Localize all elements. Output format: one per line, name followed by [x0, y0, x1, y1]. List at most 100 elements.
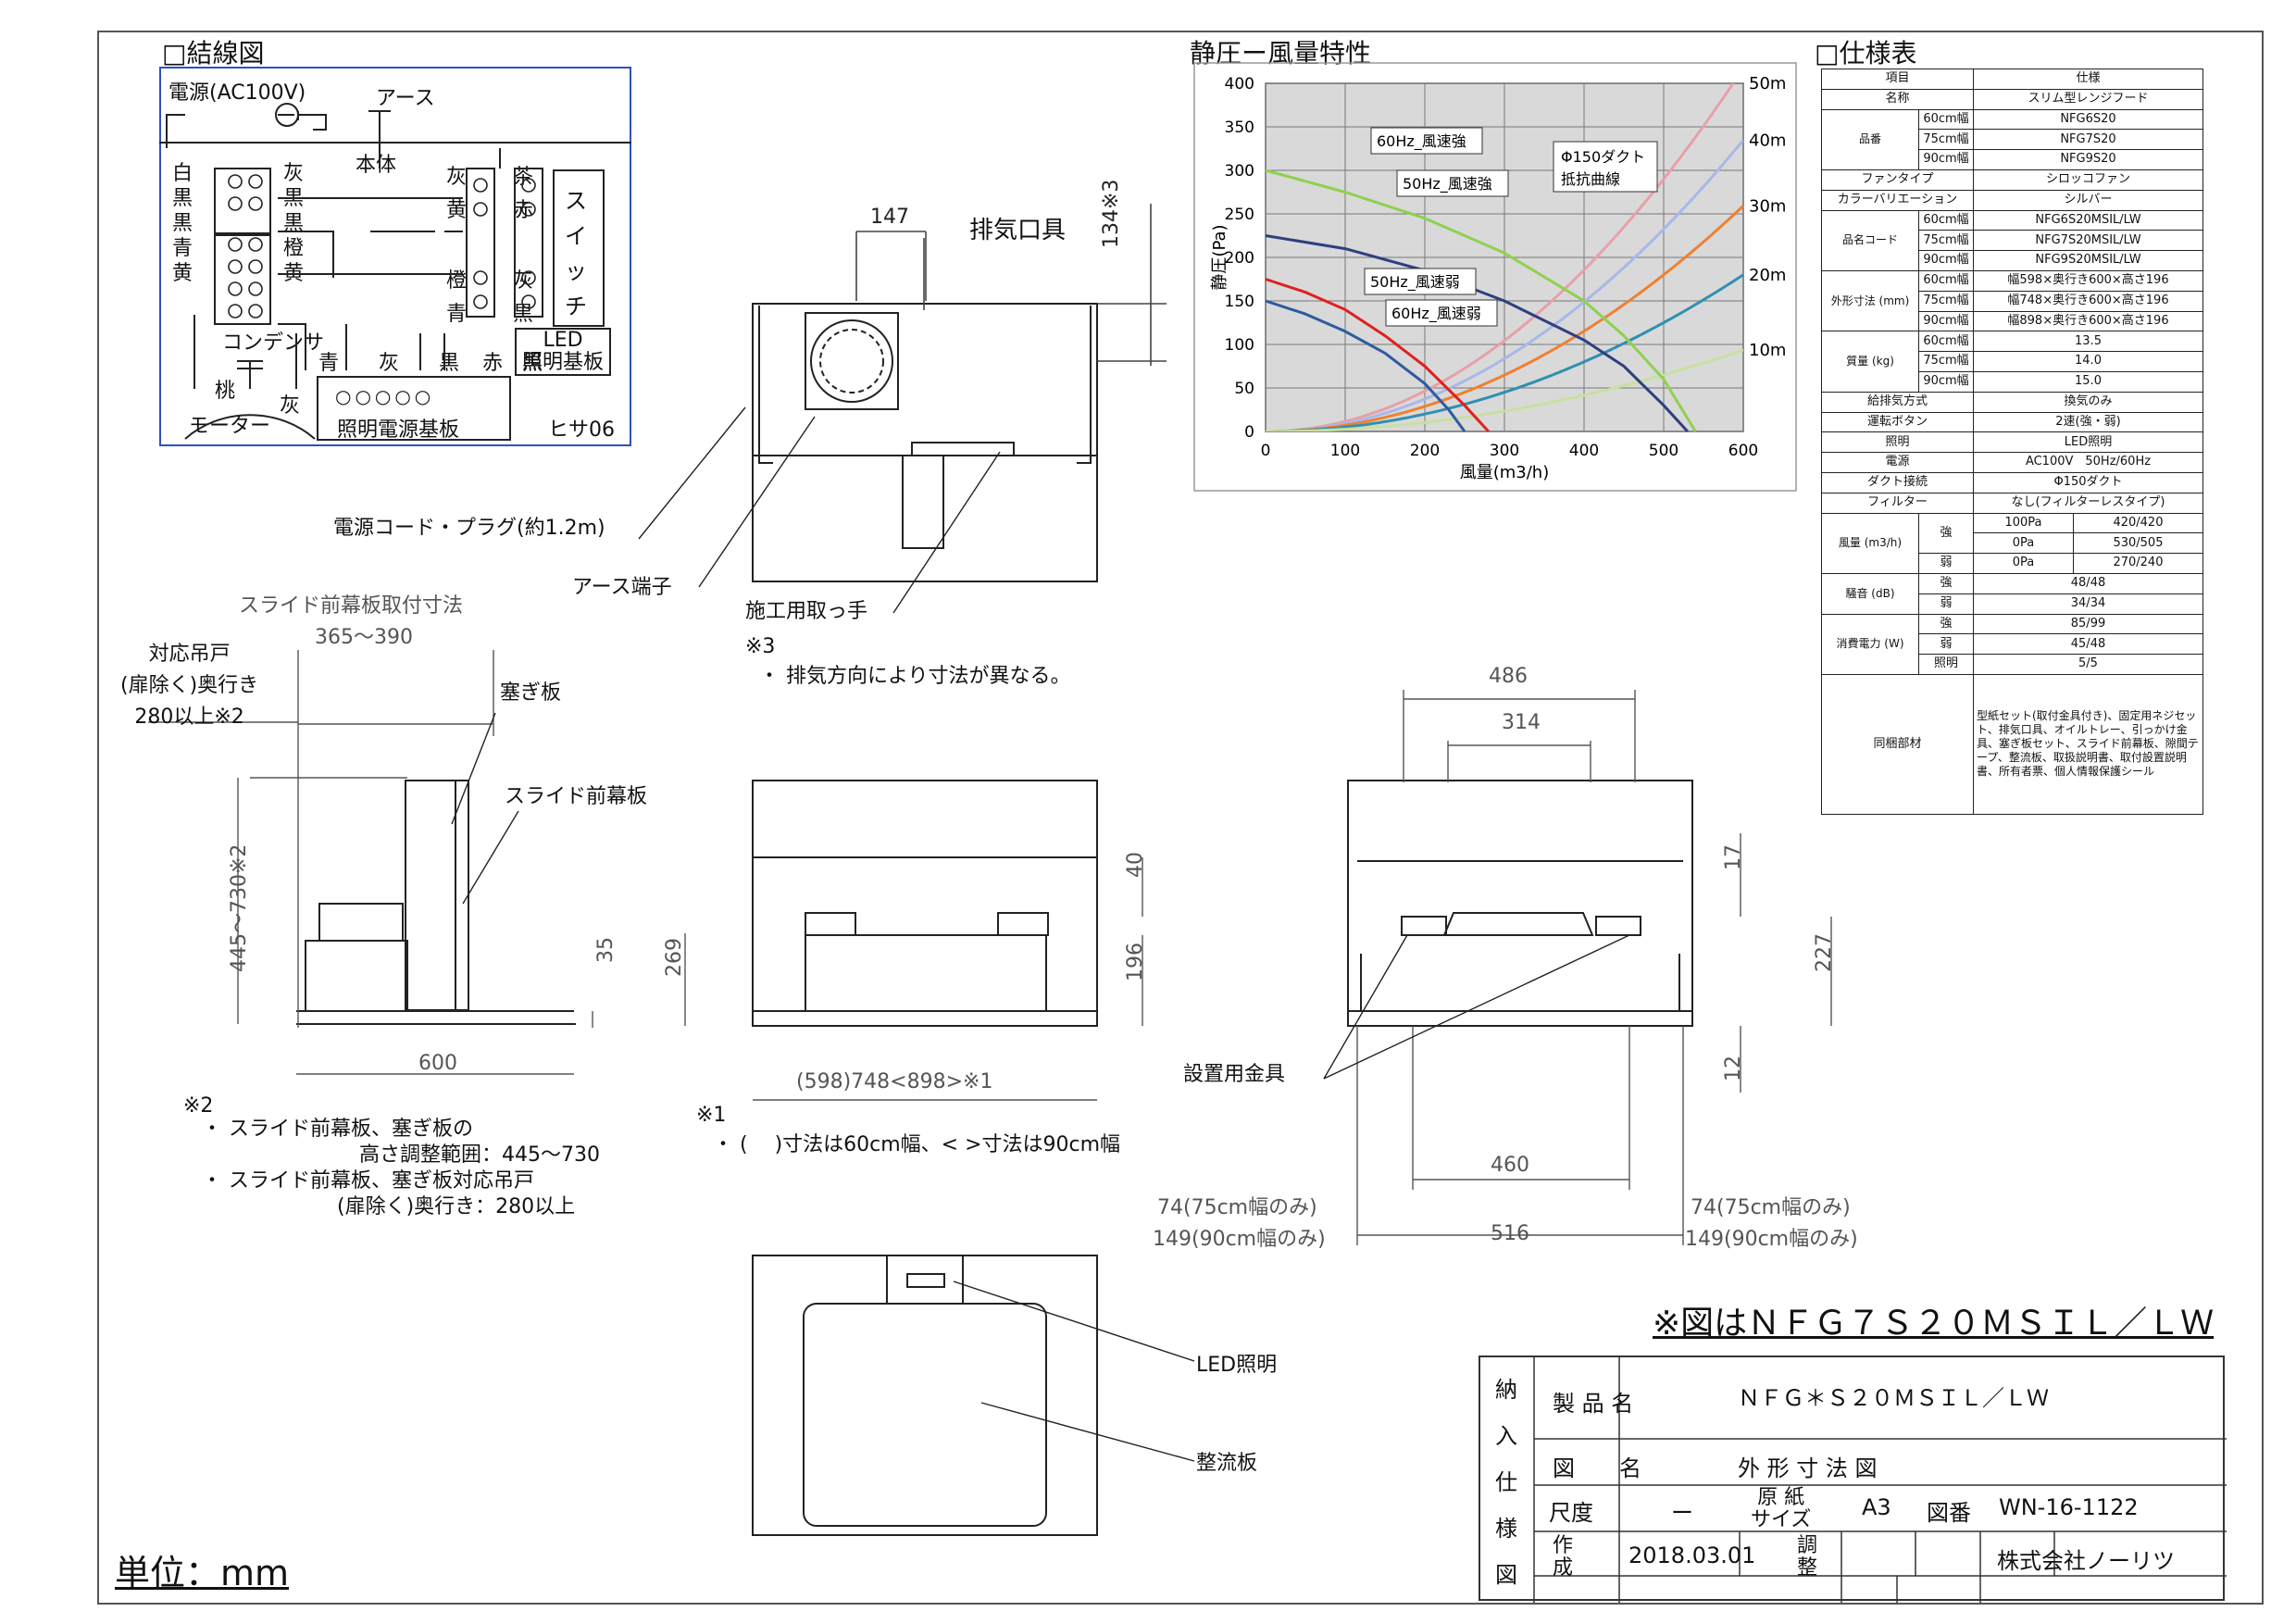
chart-series-label-box — [1364, 268, 1477, 295]
chart-y-tick-label: 200 — [1225, 249, 1254, 268]
wiring-lines — [159, 103, 631, 440]
spec-value-cell: NFG9S20 — [1973, 149, 2203, 170]
title-block: 納 入 仕 様 図 製 品 名 ＮＦＧ＊Ｓ２０ＭＳＩＬ／ＬＷ 図 名 外 形 寸… — [1479, 1355, 2227, 1603]
wiring-diagram-frame: 電源(AC100V) アース 本体 白 黒 黒 青 黄 灰 黒 黒 橙 黄 灰 … — [159, 67, 631, 446]
spec-row: 名称スリム型レンジフード — [1821, 88, 2203, 110]
spec-value-cell: 48/48 — [1973, 572, 2203, 594]
leader-lines-side — [451, 712, 519, 905]
wiring-term: 黒 — [172, 187, 193, 210]
paper-value: A3 — [1862, 1494, 1891, 1520]
slide-plate-label: スライド前幕板 — [505, 785, 648, 808]
chart-series-line — [1265, 234, 1689, 433]
note2-line: ・ スライド前幕板、塞ぎ板対応吊戸 — [202, 1169, 534, 1193]
top-view-dimension-lines — [855, 204, 1167, 366]
spec-sub-cell: 60cm幅 — [1918, 209, 1974, 231]
title-block-side: 納 入 仕 様 図 — [1495, 1367, 1517, 1598]
chart-series-label: 50Hz_風速強 — [1403, 175, 1492, 194]
adjust-label: 調 整 — [1797, 1535, 1817, 1580]
wiring-term: 橙 — [283, 237, 305, 260]
spec-value-cell: 100Pa — [1973, 512, 2074, 534]
wiring-peach-label: 桃 — [215, 380, 236, 403]
chart-resistance-label: 50m — [1749, 74, 1786, 94]
spec-group-cell: 騒音 (dB) — [1821, 572, 1919, 615]
wiring-term: 黄 — [172, 262, 193, 285]
hanging-line: 280以上※2 — [134, 706, 244, 729]
dim-74-right: 74(75cm幅のみ) — [1691, 1196, 1851, 1219]
led-label: LED照明 — [1196, 1354, 1278, 1377]
chart-series-line — [1265, 278, 1490, 433]
spec-sub-cell: 60cm幅 — [1918, 331, 1974, 353]
wiring-term: 黄 — [446, 199, 468, 222]
wire-label: 青 — [318, 352, 340, 375]
dim-598: (598)748<898>※1 — [796, 1070, 993, 1093]
note1-text: ・ ( )寸法は60cm幅、< >寸法は90cm幅 — [713, 1133, 1121, 1156]
wiring-term: 橙 — [446, 269, 468, 293]
earth-terminal-label: アース端子 — [572, 576, 672, 599]
wiring-terminal-left: 白 黒 黒 青 黄 — [172, 161, 193, 286]
wiring-power-board: ○○○○○ 照明電源基板 — [317, 376, 511, 442]
wiring-terminal-circles — [228, 174, 536, 319]
spec-value-cell: シルバー — [1973, 189, 2203, 211]
spec-group-cell: 消費電力 (W) — [1821, 613, 1919, 675]
dim-516: 516 — [1491, 1222, 1529, 1245]
spec-value-cell: スリム型レンジフード — [1973, 88, 2203, 110]
title-block-grid — [1533, 1357, 2227, 1603]
number-value: WN-16-1122 — [1999, 1494, 2139, 1520]
spec-group-cell: ダクト接続 — [1821, 471, 1974, 493]
spec-value-cell: 85/99 — [1973, 613, 2203, 635]
wiring-wire-labels: 青 灰 黒 赤 黒 — [318, 346, 543, 376]
dim-314: 314 — [1502, 711, 1541, 734]
side-char: 入 — [1495, 1423, 1517, 1449]
side-char: 様 — [1495, 1516, 1517, 1542]
wiring-term: 灰 — [446, 166, 468, 189]
note2-line: 高さ調整範囲：445～730 — [359, 1143, 600, 1167]
spec-value-cell: 15.0 — [1973, 370, 2203, 393]
spec-sub-cell: 強 — [1918, 572, 1974, 594]
spec-value-cell: 34/34 — [1973, 593, 2203, 615]
rear-view-dimension-lines — [1356, 690, 1832, 1245]
spec-sub-cell: 照明 — [1918, 654, 1974, 675]
spec-group-cell: カラーバリエーション — [1821, 189, 1974, 211]
spec-value-cell: 420/420 — [2072, 512, 2204, 534]
chart-y-axis-label: 静圧(Pa) — [1210, 224, 1229, 290]
leader-lines-rear — [1323, 934, 1630, 1080]
spec-sub-cell: 60cm幅 — [1918, 269, 1974, 292]
chart-y-tick-label: 250 — [1225, 206, 1254, 224]
chart-y-tick-label: 350 — [1225, 119, 1254, 137]
spec-value-cell: 幅898×奥行き600×高さ196 — [1973, 310, 2203, 332]
wiring-switch-label: スイッチ — [565, 188, 587, 319]
wiring-term: 青 — [172, 237, 193, 260]
scale-label: 尺度 — [1549, 1500, 1593, 1526]
handle-label: 施工用取っ手 — [745, 600, 868, 623]
spec-value-cell: 幅598×奥行き600×高さ196 — [1973, 269, 2203, 292]
bracket-label: 設置用金具 — [1183, 1063, 1286, 1086]
chart-frame — [1193, 62, 1797, 492]
chart-series-label-box — [1396, 169, 1509, 197]
chart-resistance-label: 30m — [1749, 196, 1786, 216]
spec-header-cell: 仕様 — [1973, 69, 2203, 90]
made-label-line: 成 — [1553, 1556, 1574, 1580]
spec-group-cell: 品番 — [1821, 108, 1919, 170]
chart-resistance-title-box — [1553, 141, 1658, 193]
side-char: 仕 — [1495, 1469, 1517, 1495]
wiring-term: 黒 — [283, 212, 305, 235]
chart-y-tick-label: 300 — [1225, 162, 1254, 181]
spec-value-cell: 530/505 — [2072, 532, 2204, 555]
chart-y-tick-label: 0 — [1244, 423, 1254, 442]
spec-sub-cell: 75cm幅 — [1918, 351, 1974, 372]
spec-row: 給排気方式換気のみ — [1821, 391, 2203, 413]
wiring-power-label: 電源(AC100V) — [168, 81, 306, 105]
spec-group-cell: 名称 — [1821, 88, 1974, 110]
wire-label: 黒 — [522, 352, 543, 375]
chart-resistance-curve — [1266, 205, 1743, 431]
cord-label: 電源コード・プラグ(約1.2m) — [333, 517, 605, 540]
spec-value-cell: 45/48 — [1973, 633, 2203, 656]
chart-resistance-curve — [1266, 83, 1735, 431]
chart-resistance-curve — [1266, 348, 1743, 431]
spec-value-cell: LED照明 — [1973, 431, 2203, 454]
